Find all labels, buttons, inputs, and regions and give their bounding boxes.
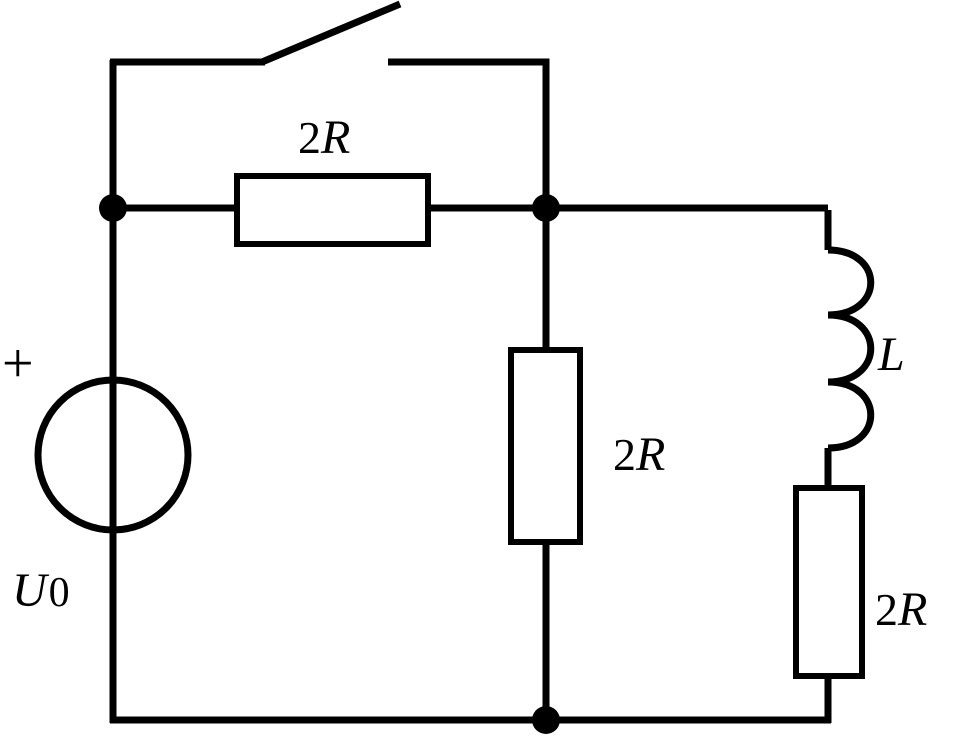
source-plus-label: + bbox=[2, 333, 34, 395]
resistor-right bbox=[793, 485, 865, 679]
resistor-middle-label: 2R bbox=[613, 428, 665, 481]
resistor-right-label: 2R bbox=[875, 583, 927, 636]
junction-center bbox=[532, 194, 560, 222]
inductor-label: L bbox=[877, 328, 905, 381]
resistor-top-label: 2R bbox=[298, 111, 350, 164]
junction-bottom bbox=[532, 706, 560, 734]
source-voltage-label: U0 bbox=[12, 564, 70, 617]
resistor-top bbox=[234, 173, 431, 247]
junction-left bbox=[99, 194, 127, 222]
switch-blade bbox=[260, 0, 402, 66]
wires bbox=[109, 58, 832, 724]
resistor-middle bbox=[508, 347, 583, 545]
inductor-coil bbox=[827, 246, 875, 452]
voltage-source bbox=[34, 376, 192, 534]
